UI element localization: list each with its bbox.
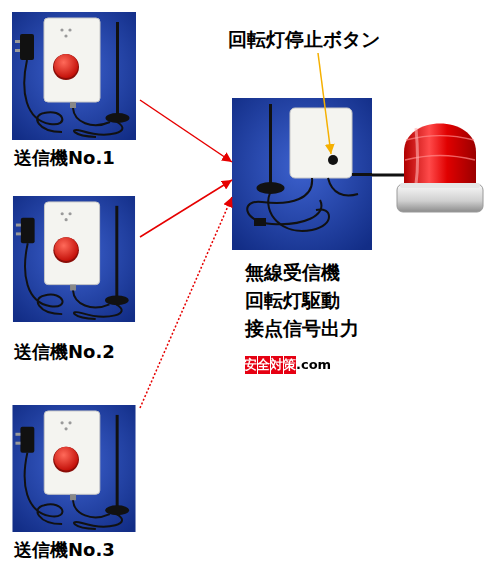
transmitter-node: 送信機No.3 [12,405,140,561]
signal-wire [372,174,405,177]
dome-rib [405,156,475,161]
signal-arrow [140,180,232,237]
node-label: 送信機No.2 [14,341,140,363]
light-base [397,184,483,212]
transmitter-photo [12,405,135,532]
dome-highlight [416,128,418,184]
rotating-light [397,124,483,213]
light-base-lip [400,183,480,188]
node-label: 無線受信機 [245,258,376,286]
callout-label: 回転灯停止ボタン [228,27,380,51]
receiver-photo [232,98,372,250]
logo-text: 安全対策.com [244,357,331,373]
transmitter-photo [12,12,136,140]
transmitter-node: 送信機No.1 [12,12,140,169]
node-label: 送信機No.1 [14,147,140,169]
signal-arrow [140,100,232,162]
transmitter-photo [13,196,135,322]
transmitter-node: 送信機No.2 [12,196,140,363]
light-dome [404,124,476,187]
receiver-node: 無線受信機回転灯駆動 接点信号出力 [232,98,376,342]
leader-arrow [318,53,331,154]
signal-arrow [140,197,232,408]
node-label: 送信機No.3 [14,539,140,561]
node-description: 回転灯駆動 接点信号出力 [245,286,369,342]
